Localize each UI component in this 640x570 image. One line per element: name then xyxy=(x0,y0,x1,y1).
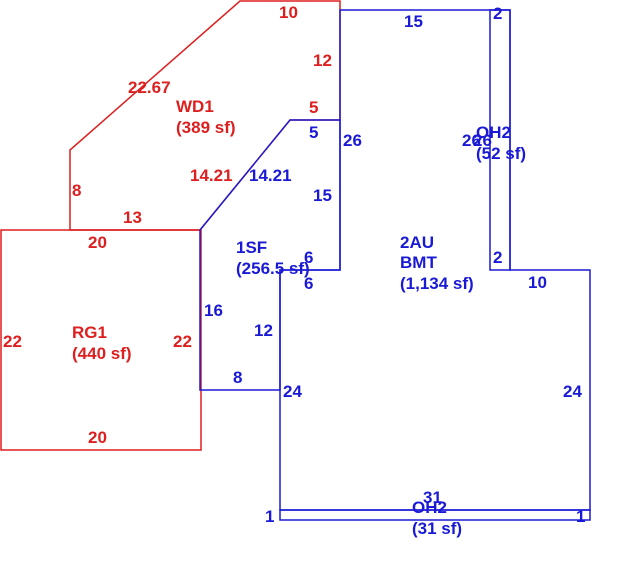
oh2-top-outline xyxy=(489,9,511,271)
oh2-top-area: (52 sf) xyxy=(476,144,526,163)
dim-wd1-diag-upper: 22.67 xyxy=(128,78,171,97)
dim-au2-step: 10 xyxy=(528,273,547,292)
dim-rg1-top: 20 xyxy=(88,233,107,252)
dim-sf1-inner: 12 xyxy=(254,321,273,340)
oh2-bottom-area: (31 sf) xyxy=(412,519,462,538)
sf1-code: 1SF xyxy=(236,238,267,257)
rg1-outline xyxy=(0,229,202,451)
dim-sf1-left: 16 xyxy=(204,301,223,320)
dim-oh2-bottom-left: 1 xyxy=(265,507,274,526)
dim-sf1-right-upper: 15 xyxy=(313,186,332,205)
au2-area: (1,134 sf) xyxy=(400,274,474,293)
dim-au2-right: 24 xyxy=(563,382,582,401)
oh2-bottom-outline xyxy=(279,509,591,521)
dim-wd1-diag-lower: 14.21 xyxy=(190,166,233,185)
dim-au2-left-tall: 26 xyxy=(343,131,362,150)
oh2-bottom-code: OH2 xyxy=(412,498,447,517)
dim-au2-left: 24 xyxy=(283,382,302,401)
wd1-code: WD1 xyxy=(176,97,214,116)
au2-sub: BMT xyxy=(400,253,437,272)
dim-sf1-diag: 14.21 xyxy=(249,166,292,185)
rg1-area: (440 sf) xyxy=(72,344,132,363)
dim-wd1-right: 12 xyxy=(313,51,332,70)
dim-wd1-bottom: 13 xyxy=(123,208,142,227)
dim-sf1-step-bottom: 6 xyxy=(304,274,313,293)
dim-oh2-top-w: 2 xyxy=(493,4,502,23)
dim-oh2-bottom-w: 31 xyxy=(423,488,442,507)
dim-rg1-bottom: 20 xyxy=(88,428,107,447)
dim-sf1-notch: 5 xyxy=(309,123,318,142)
sf1-area: (256.5 sf) xyxy=(236,259,310,278)
au2-code: 2AU xyxy=(400,233,434,252)
dim-wd1-top: 10 xyxy=(279,3,298,22)
dim-rg1-right: 22 xyxy=(173,332,192,351)
rg1-code: RG1 xyxy=(72,323,107,342)
dim-oh2-bottom-right: 1 xyxy=(576,507,585,526)
sf1-outline xyxy=(199,119,341,391)
wd1-area: (389 sf) xyxy=(176,118,236,137)
dim-oh2-top-h: 26 xyxy=(462,131,481,150)
dim-au2-top: 15 xyxy=(404,12,423,31)
dim-oh2-top-h2: 26 xyxy=(473,131,492,150)
dim-sf1-bottom: 8 xyxy=(233,368,242,387)
dim-sf1-step-top: 6 xyxy=(304,248,313,267)
dim-rg1-left: 22 xyxy=(3,332,22,351)
oh2-top-code: OH2 xyxy=(476,123,511,142)
dim-wd1-notch: 5 xyxy=(309,98,318,117)
dim-wd1-left: 8 xyxy=(72,181,81,200)
dim-oh2-top-w2: 2 xyxy=(493,248,502,267)
